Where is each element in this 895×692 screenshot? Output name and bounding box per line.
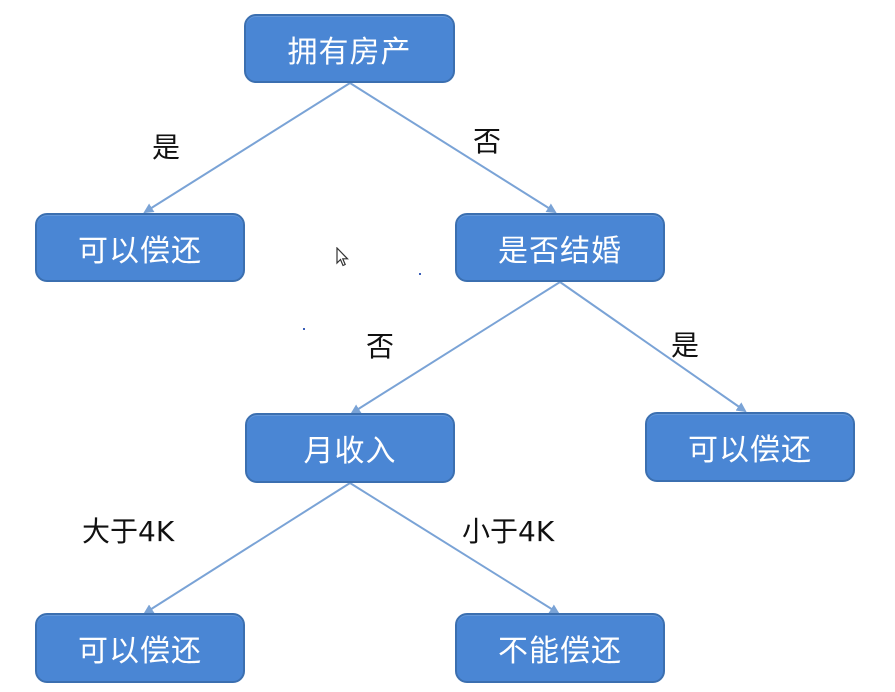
node-cannot-repay: 不能偿还: [455, 613, 665, 683]
edge-income-gt: [143, 482, 351, 615]
node-monthly-income: 月收入: [245, 413, 455, 483]
label-income-gt: 大于4K: [82, 515, 175, 548]
label-income-lt: 小于4K: [462, 515, 555, 548]
label-root-no: 否: [473, 125, 502, 158]
edge-married-yes: [559, 281, 747, 413]
edge-income-lt: [349, 482, 560, 615]
edge-root-no: [349, 82, 557, 214]
edge-married-no: [350, 281, 561, 415]
edge-root-yes: [143, 82, 351, 214]
label-married-no: 否: [366, 330, 395, 363]
label-root-yes: 是: [152, 131, 181, 164]
node-root-owns-property: 拥有房产: [244, 14, 455, 83]
stray-dot: [303, 328, 305, 330]
mouse-pointer-icon: [336, 247, 349, 267]
node-can-repay-left: 可以偿还: [35, 213, 245, 282]
label-married-yes: 是: [671, 329, 700, 362]
node-can-repay-bottom: 可以偿还: [35, 613, 245, 683]
node-can-repay-right: 可以偿还: [645, 412, 855, 482]
node-is-married: 是否结婚: [455, 213, 665, 282]
stray-dot: [419, 273, 421, 275]
